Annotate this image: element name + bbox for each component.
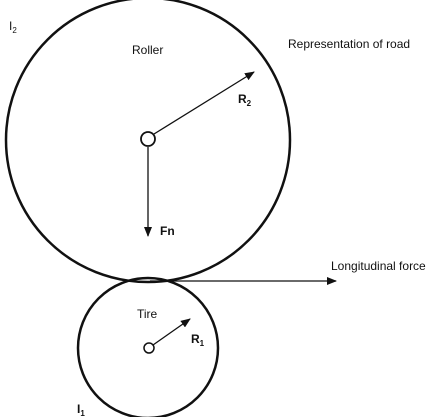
tire-circle [76,276,220,417]
roller-radius-main: R [238,92,247,106]
roller-inertia-label: I2 [9,19,17,35]
roller-inertia-main: I [9,19,12,33]
normal-force-label: Fn [160,224,175,238]
tire-radius-label: R1 [191,332,205,348]
roller-radius-arrow [153,71,255,135]
roller-circle [4,0,292,284]
roller-label: Roller [132,43,163,57]
tire-radius-main: R [191,332,200,346]
roller-radius-label: R2 [238,92,252,108]
tire-inertia-main: I [77,402,80,416]
tire-radius-arrow [152,318,191,346]
tire-hub [143,342,155,354]
tire-inertia-sub: 1 [80,409,85,417]
longitudinal-force-label: Longitudinal force [331,259,426,273]
road-label: Representation of road [288,37,410,51]
tire-radius-sub: 1 [200,339,205,348]
tire-inertia-label: I1 [77,402,85,417]
roller-inertia-sub: 2 [12,26,17,35]
roller-hub [140,131,156,147]
roller-radius-sub: 2 [247,99,252,108]
tire-label: Tire [137,307,158,321]
